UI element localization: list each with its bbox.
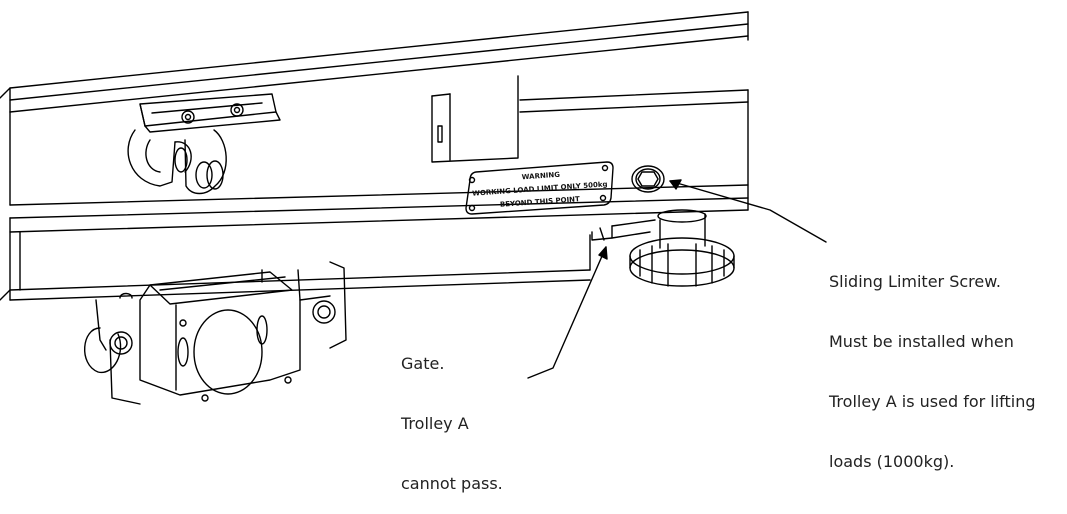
gate-callout: Gate. Trolley A cannot pass.: [401, 314, 503, 514]
screw-callout-line-1: Sliding Limiter Screw.: [829, 272, 1001, 291]
gate-callout-line-3: cannot pass.: [401, 474, 503, 493]
screw-callout-line-2: Must be installed when: [829, 332, 1014, 351]
gate: [591, 219, 656, 241]
screw-callout-line-4: loads (1000kg).: [829, 452, 955, 471]
top-clamp: [127, 93, 281, 195]
gate-callout-line-2: Trolley A: [401, 414, 469, 433]
gate-callout-line-1: Gate.: [401, 354, 445, 373]
screw-callout-line-3: Trolley A is used for lifting: [829, 392, 1036, 411]
warning-plate: WARNING WORKING LOAD LIMIT ONLY 500kg BE…: [465, 161, 614, 215]
sliding-limiter-screw: [631, 165, 665, 193]
plate-line-1: WARNING: [521, 171, 560, 182]
technical-drawing: WARNING WORKING LOAD LIMIT ONLY 500kg BE…: [0, 11, 827, 405]
centre-block: [431, 75, 519, 163]
gate-leader: [527, 246, 607, 379]
lower-trolley: [83, 261, 347, 405]
leader-lines: [527, 179, 827, 379]
rail-beam: [0, 11, 749, 301]
screw-callout: Sliding Limiter Screw. Must be installed…: [829, 232, 1036, 492]
plate-line-2: WORKING LOAD LIMIT ONLY 500kg: [472, 180, 608, 197]
adjuster-knob: [629, 209, 735, 287]
screw-leader: [669, 180, 827, 243]
